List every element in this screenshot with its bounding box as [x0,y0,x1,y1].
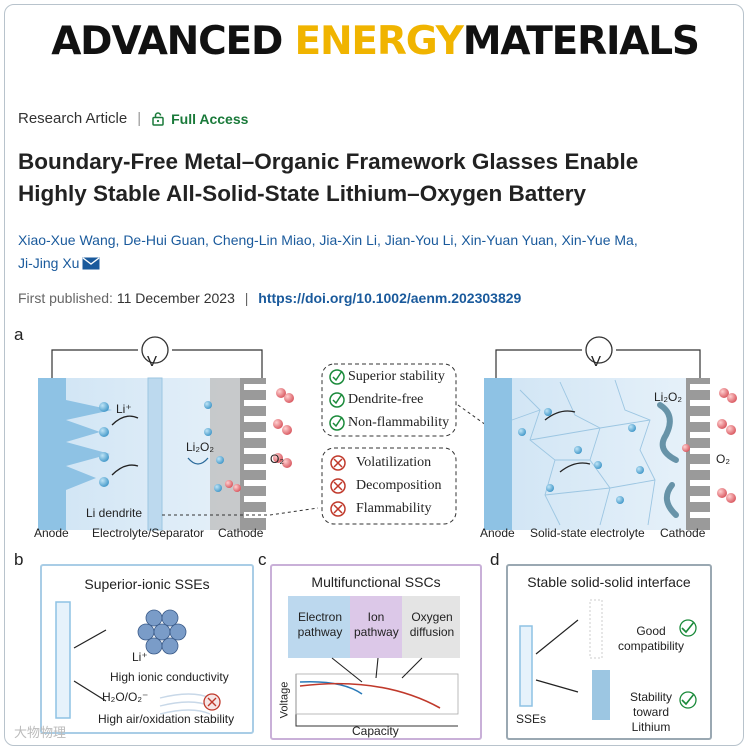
panel-c-xlabel: Capacity [352,724,399,738]
cathode-label: Cathode [218,526,264,540]
prop-dendrite-free: Dendrite-free [348,392,424,407]
panel-b-label: b [14,550,24,569]
prop-flammability: Flammability [356,501,432,516]
puzzle-electron: Electron pathway [297,610,343,639]
journal-logo: ADVANCED ENERGYMATERIALS [51,19,700,64]
panel-b-art [55,601,221,719]
page-frame [4,4,744,746]
li-plus-label: Li⁺ [116,402,132,416]
panel-b-stability: High air/oxidation stability [98,712,235,726]
li2o2-label: Li₂O₂ [186,440,214,454]
publication-info: First published: 11 December 2023 | http… [18,290,522,306]
puzzle-oxygen: Oxygen diffusion [409,610,455,639]
panel-b: Superior-ionic SSEs Li⁺ High ionic condu… [40,564,254,734]
doi-link[interactable]: https://doi.org/10.1002/aenm.202303829 [258,290,522,306]
sse-label: Solid-state electrolyte [530,526,645,540]
graphical-abstract: a [0,320,750,751]
panel-a-label: a [14,325,24,344]
li-dendrite-label: Li dendrite [86,506,143,520]
article-title: Boundary-Free Metal–Organic Framework Gl… [18,149,639,206]
prop-superior-stability: Superior stability [348,369,445,384]
panel-b-title: Superior-ionic SSEs [84,576,210,592]
panel-c-label: c [258,550,267,569]
article-type: Research Article [18,110,128,127]
cathode-right-label: Cathode [660,526,706,540]
author-list[interactable]: Xiao-Xue Wang, De-Hui Guan, Cheng-Lin Mi… [18,232,638,271]
email-icon[interactable] [82,257,100,270]
panel-d-sses: SSEs [516,712,547,726]
puzzle-ion: Ion pathway [354,610,399,639]
electrolyte-label: Electrolyte/Separator [92,526,205,540]
published-date: 11 December 2023 [116,290,235,306]
prop-decomposition: Decomposition [356,478,442,493]
voltmeter-right: V [591,353,602,370]
prop-volatilization: Volatilization [356,455,432,470]
panel-a-diagram [38,336,737,531]
panel-d: Stable solid-solid interface Good compat… [506,564,712,740]
panel-d-compatibility: Good compatibility [617,624,685,653]
panel-d-stability: Stability toward Lithium [629,690,673,734]
panel-b-li-label: Li⁺ [132,650,148,664]
article-meta: Research Article | Full Access [18,110,249,127]
o2-label: O₂ [270,452,284,466]
panel-c: Multifunctional SSCs Electron pathway Io… [270,564,482,740]
anode-label: Anode [34,526,69,540]
panel-d-art [519,599,697,720]
anode-right-label: Anode [480,526,515,540]
voltmeter-left: V [147,353,158,370]
o2-right-label: O₂ [716,452,730,466]
full-access-badge[interactable]: Full Access [171,110,249,127]
unlock-icon [152,112,164,126]
panel-d-label: d [490,550,500,569]
panel-b-gas: H₂O/O₂⁻ [102,690,149,704]
watermark: 大物物理 [14,725,67,740]
prop-non-flammability: Non-flammability [348,415,450,430]
panel-c-art [288,596,460,727]
panel-d-title: Stable solid-solid interface [527,574,691,590]
panel-c-ylabel: Voltage [278,681,291,719]
li2o2-right-label: Li₂O₂ [654,390,682,404]
panel-c-title: Multifunctional SSCs [311,574,441,590]
panel-b-conductivity: High ionic conductivity [110,670,229,684]
